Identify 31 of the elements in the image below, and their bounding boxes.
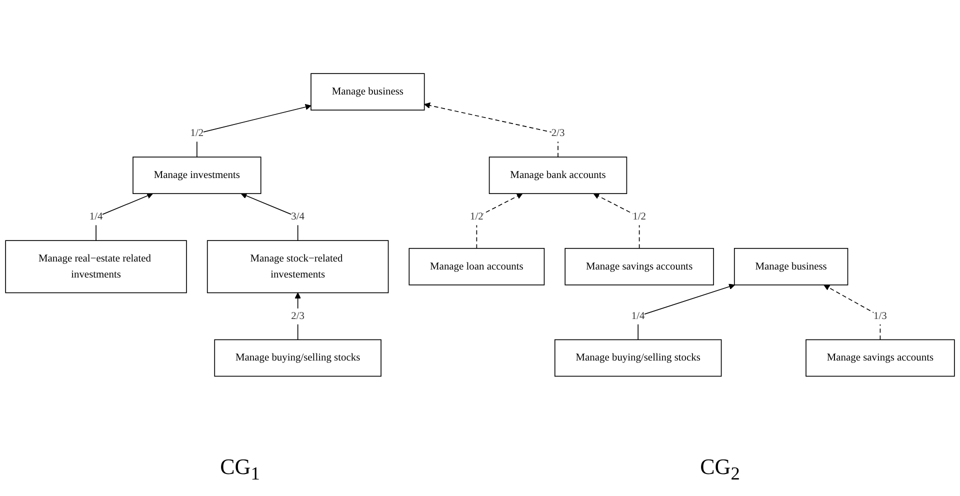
graph-caption: CG$_{2}$	[699, 453, 741, 486]
graph-caption: CG$_{1}$	[219, 453, 261, 486]
arrow	[424, 102, 558, 158]
node-box: Manage savings accounts	[564, 248, 714, 286]
edge-label: 1/2	[470, 211, 484, 223]
node-box: Manage business	[310, 73, 425, 111]
arrow	[294, 292, 301, 340]
node-box: Manage savings accounts	[806, 339, 955, 377]
edge-label: 1/2	[632, 211, 646, 223]
arrow	[476, 193, 523, 249]
node-box: Manage investments	[132, 156, 262, 194]
node-box: Manage bank accounts	[488, 156, 628, 194]
node-box: Manage loan accounts	[408, 248, 545, 286]
arrow	[196, 104, 312, 158]
arrow	[96, 192, 154, 242]
edge-label: 2/3	[291, 310, 304, 322]
edge-label: 2/3	[551, 128, 565, 140]
arrow	[593, 193, 640, 249]
node-box: Manage real−estate related investments	[5, 240, 187, 294]
arrow	[824, 284, 881, 340]
arrow	[240, 192, 298, 242]
edge-label: 3/4	[291, 211, 304, 223]
node-box: Manage stock−related investements	[206, 240, 389, 294]
arrow	[638, 284, 735, 340]
node-box: Manage business	[734, 248, 848, 286]
edge-label: 1/4	[89, 211, 103, 223]
edge-label: 1/3	[874, 310, 887, 322]
edge-label: 1/2	[190, 128, 204, 140]
node-box: Manage buying/selling stocks	[554, 339, 722, 377]
node-box: Manage buying/selling stocks	[214, 339, 382, 377]
edge-label: 1/4	[631, 310, 645, 322]
